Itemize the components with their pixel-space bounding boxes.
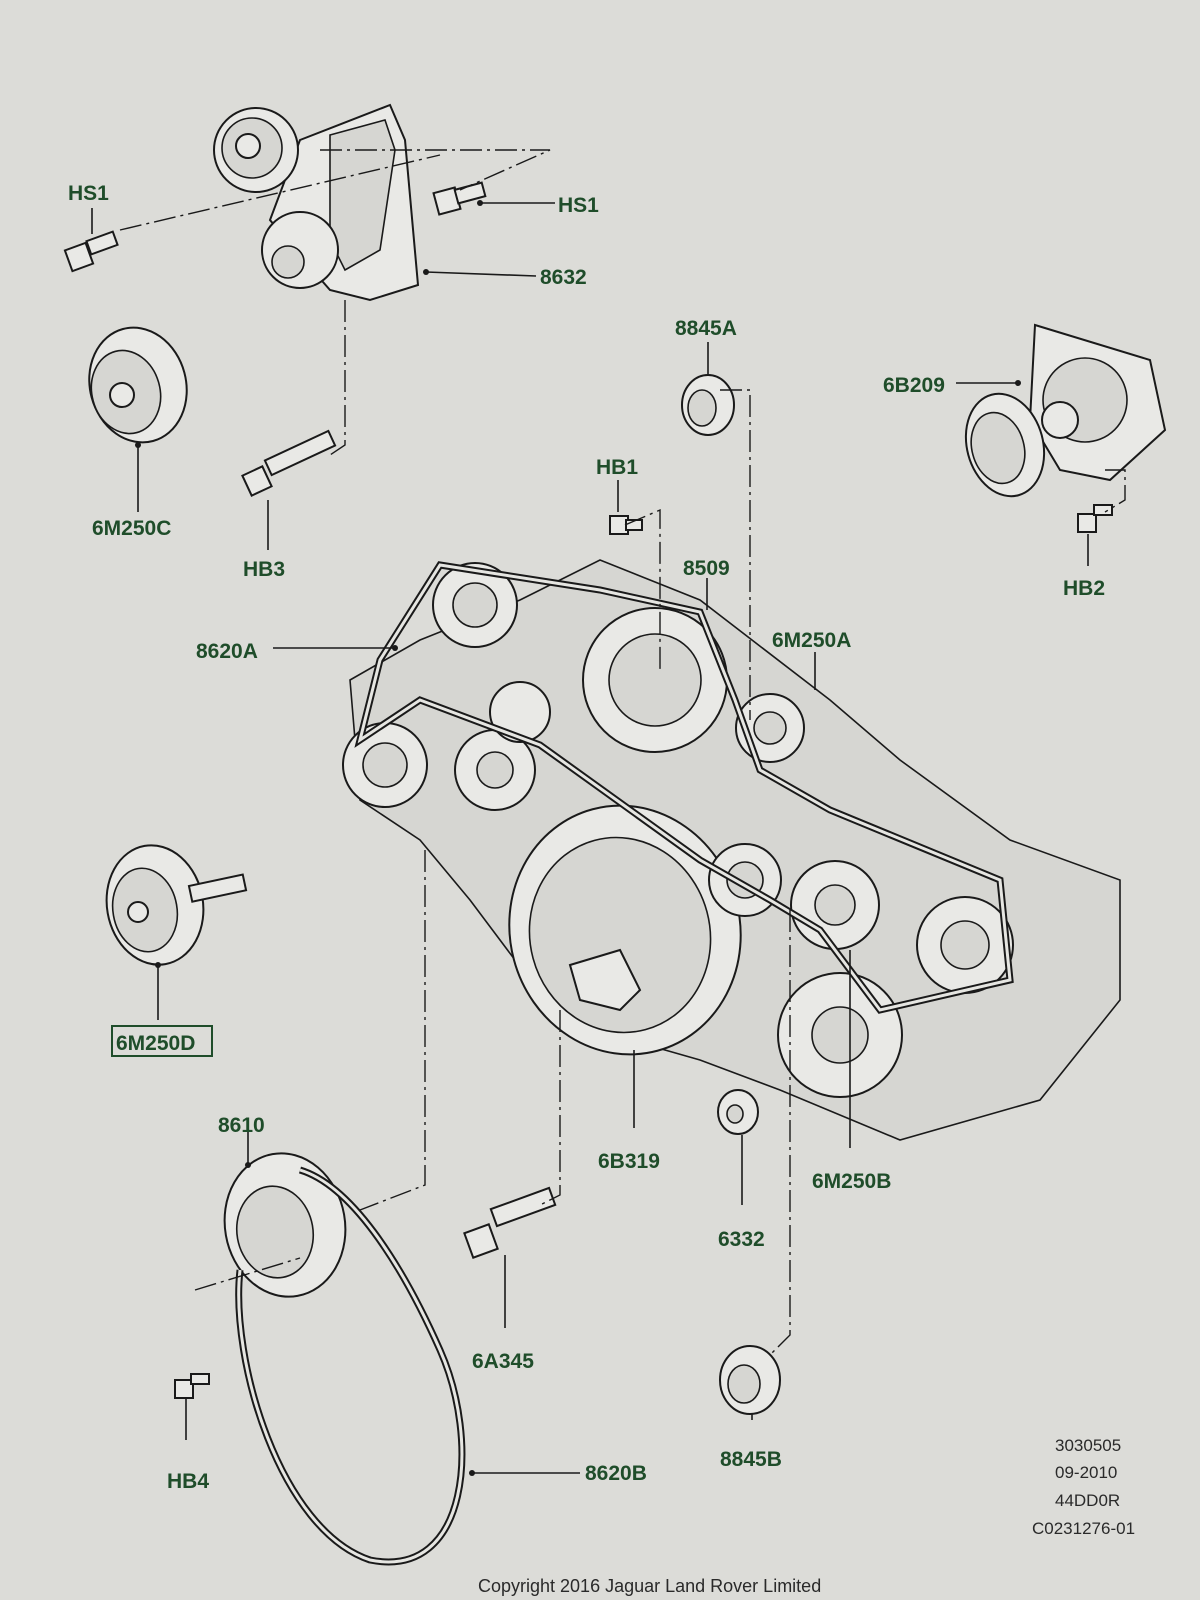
bolt-hb4 bbox=[174, 1373, 210, 1399]
label-8845b: 8845B bbox=[720, 1448, 782, 1471]
label-hs1-right: HS1 bbox=[558, 194, 599, 217]
ref-line-1: 3030505 bbox=[1055, 1436, 1121, 1455]
cap-8845b bbox=[719, 1345, 781, 1415]
label-hb1: HB1 bbox=[596, 456, 638, 479]
label-6b319: 6B319 bbox=[598, 1150, 660, 1173]
leader-dots bbox=[135, 200, 1021, 1476]
label-hb2: HB2 bbox=[1063, 577, 1105, 600]
idler-pulley-6m250c bbox=[88, 326, 188, 444]
ref-line-4: C0231276-01 bbox=[1032, 1519, 1135, 1538]
label-6a345: 6A345 bbox=[472, 1350, 534, 1373]
label-6m250d-box bbox=[111, 1025, 213, 1057]
label-8620b: 8620B bbox=[585, 1462, 647, 1485]
idler-pulley-6m250d bbox=[105, 844, 248, 966]
label-6m250b: 6M250B bbox=[812, 1170, 891, 1193]
washer-6332 bbox=[717, 1089, 759, 1135]
engine-front-assembly bbox=[342, 559, 1121, 1141]
label-8632: 8632 bbox=[540, 266, 587, 289]
label-hs1-left: HS1 bbox=[68, 182, 109, 205]
label-8845a: 8845A bbox=[675, 317, 737, 340]
assembly-lines bbox=[119, 149, 1126, 1356]
label-6332: 6332 bbox=[718, 1228, 765, 1251]
tensioner-bracket-8632 bbox=[213, 103, 420, 302]
label-6b209: 6B209 bbox=[883, 374, 945, 397]
drive-belt-8620b bbox=[235, 1166, 466, 1566]
label-hb3: HB3 bbox=[243, 558, 285, 581]
label-8610: 8610 bbox=[218, 1114, 265, 1137]
bolt-hb3 bbox=[241, 429, 337, 497]
bolt-hb2 bbox=[1077, 504, 1113, 533]
label-hb4: HB4 bbox=[167, 1470, 209, 1493]
pulley-8610 bbox=[223, 1152, 347, 1298]
ref-line-2: 09-2010 bbox=[1055, 1463, 1117, 1482]
label-6m250d: 6M250D bbox=[116, 1032, 195, 1055]
bolt-hs1-left bbox=[63, 230, 119, 273]
drive-belt-8620a bbox=[354, 561, 1014, 1014]
bolt-6a345 bbox=[463, 1186, 557, 1259]
leader-lines bbox=[91, 202, 1089, 1474]
ref-line-3: 44DD0R bbox=[1055, 1491, 1120, 1510]
label-8509: 8509 bbox=[683, 557, 730, 580]
label-6m250c: 6M250C bbox=[92, 517, 171, 540]
label-8620a: 8620A bbox=[196, 640, 258, 663]
bolt-hs1-right bbox=[432, 181, 487, 216]
label-6m250a: 6M250A bbox=[772, 629, 851, 652]
copyright-notice: Copyright 2016 Jaguar Land Rover Limited bbox=[478, 1576, 821, 1596]
cap-8845a bbox=[681, 374, 735, 436]
tensioner-6b209 bbox=[964, 323, 1167, 498]
reference-block: 3030505 09-2010 44DD0R C0231276-01 bbox=[1032, 1436, 1135, 1538]
